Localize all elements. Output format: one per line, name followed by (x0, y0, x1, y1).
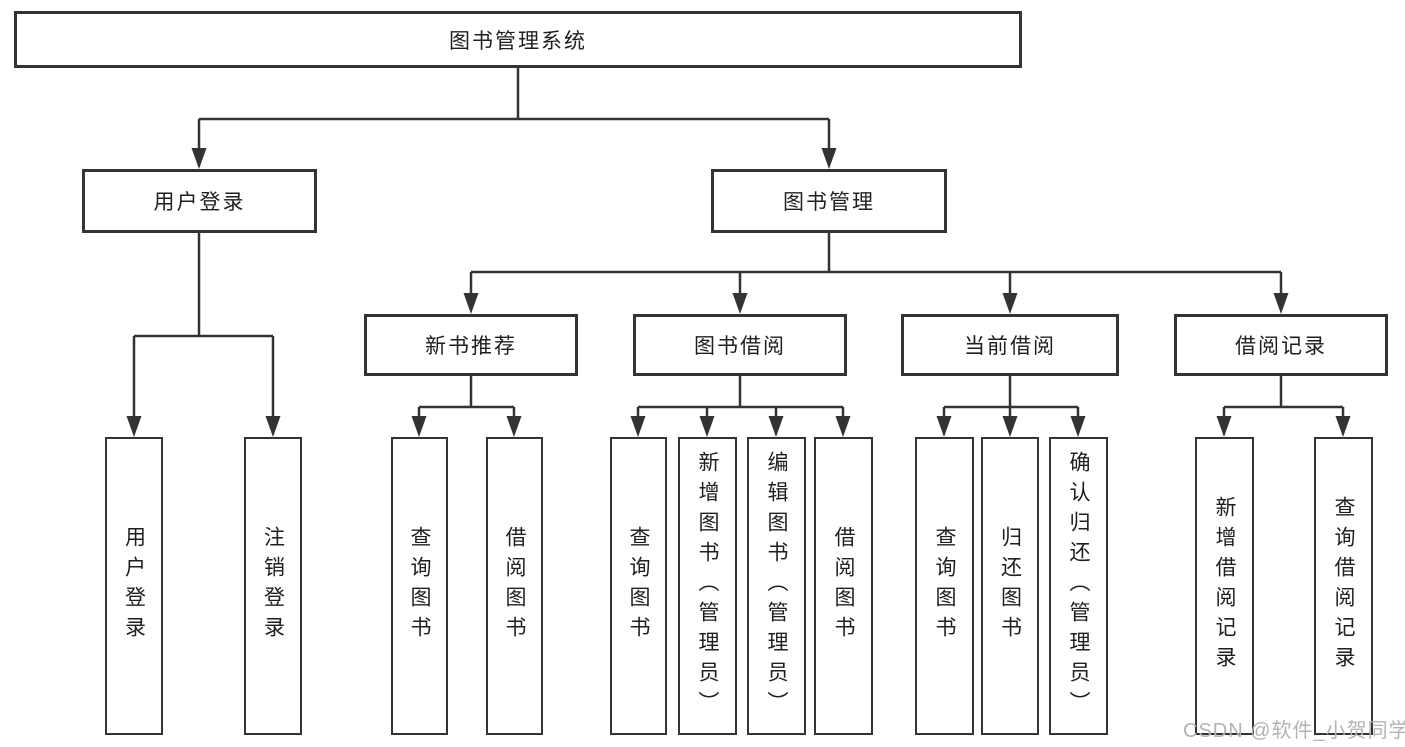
leaf-recommend-borrow-books-label: 借阅图书 (503, 526, 526, 646)
node-book-management-label: 图书管理 (783, 191, 875, 214)
leaf-recommend-query-books-label: 查询图书 (408, 526, 431, 646)
leaf-current-query-books-label: 查询图书 (933, 526, 956, 646)
node-current-borrowing-label: 当前借阅 (964, 335, 1056, 358)
leaf-user-login-label: 用户登录 (122, 526, 146, 646)
node-new-book-recommendation-label: 新书推荐 (425, 335, 517, 358)
leaf-recommend-query-books: 查询图书 (391, 437, 448, 735)
leaf-records-add-borrow-record-label: 新增借阅记录 (1213, 496, 1236, 676)
leaf-borrowing-borrow-books: 借阅图书 (814, 437, 873, 735)
leaf-borrowing-add-books-admin-label: 新增图书（管理员） (696, 451, 719, 721)
arrowheads (126, 148, 1351, 437)
leaf-current-confirm-return-admin-label: 确认归还（管理员） (1067, 451, 1090, 721)
node-user-login: 用户登录 (82, 169, 317, 233)
node-current-borrowing: 当前借阅 (901, 314, 1119, 376)
node-book-borrowing-label: 图书借阅 (694, 335, 786, 358)
leaf-borrowing-add-books-admin: 新增图书（管理员） (678, 437, 737, 735)
node-library-management-system-label: 图书管理系统 (449, 29, 587, 53)
leaf-logout-login: 注销登录 (244, 437, 302, 735)
leaf-logout-login-label: 注销登录 (261, 526, 285, 646)
leaf-current-return-books-label: 归还图书 (998, 526, 1022, 646)
node-borrowing-records: 借阅记录 (1174, 314, 1388, 376)
csdn-watermark: CSDN @软件_小贺同学 (1183, 720, 1405, 742)
leaf-records-query-borrow-record: 查询借阅记录 (1314, 437, 1373, 735)
leaf-borrowing-edit-books-admin-label: 编辑图书（管理员） (765, 451, 788, 721)
node-new-book-recommendation: 新书推荐 (364, 314, 578, 376)
leaf-current-confirm-return-admin: 确认归还（管理员） (1049, 437, 1108, 735)
leaf-records-query-borrow-record-label: 查询借阅记录 (1332, 496, 1355, 676)
node-library-management-system: 图书管理系统 (14, 11, 1022, 68)
leaf-borrowing-borrow-books-label: 借阅图书 (832, 526, 855, 646)
node-borrowing-records-label: 借阅记录 (1235, 335, 1327, 358)
leaf-current-query-books: 查询图书 (915, 437, 974, 735)
tree-edges (132, 68, 1345, 420)
leaf-borrowing-edit-books-admin: 编辑图书（管理员） (747, 437, 806, 735)
node-user-login-label: 用户登录 (153, 191, 246, 214)
leaf-borrowing-query-books: 查询图书 (610, 437, 667, 735)
leaf-recommend-borrow-books: 借阅图书 (486, 437, 543, 735)
leaf-borrowing-query-books-label: 查询图书 (627, 526, 650, 646)
leaf-records-add-borrow-record: 新增借阅记录 (1195, 437, 1254, 735)
leaf-current-return-books: 归还图书 (981, 437, 1039, 735)
node-book-management: 图书管理 (711, 169, 947, 233)
node-book-borrowing: 图书借阅 (633, 314, 847, 376)
leaf-user-login: 用户登录 (105, 437, 163, 735)
